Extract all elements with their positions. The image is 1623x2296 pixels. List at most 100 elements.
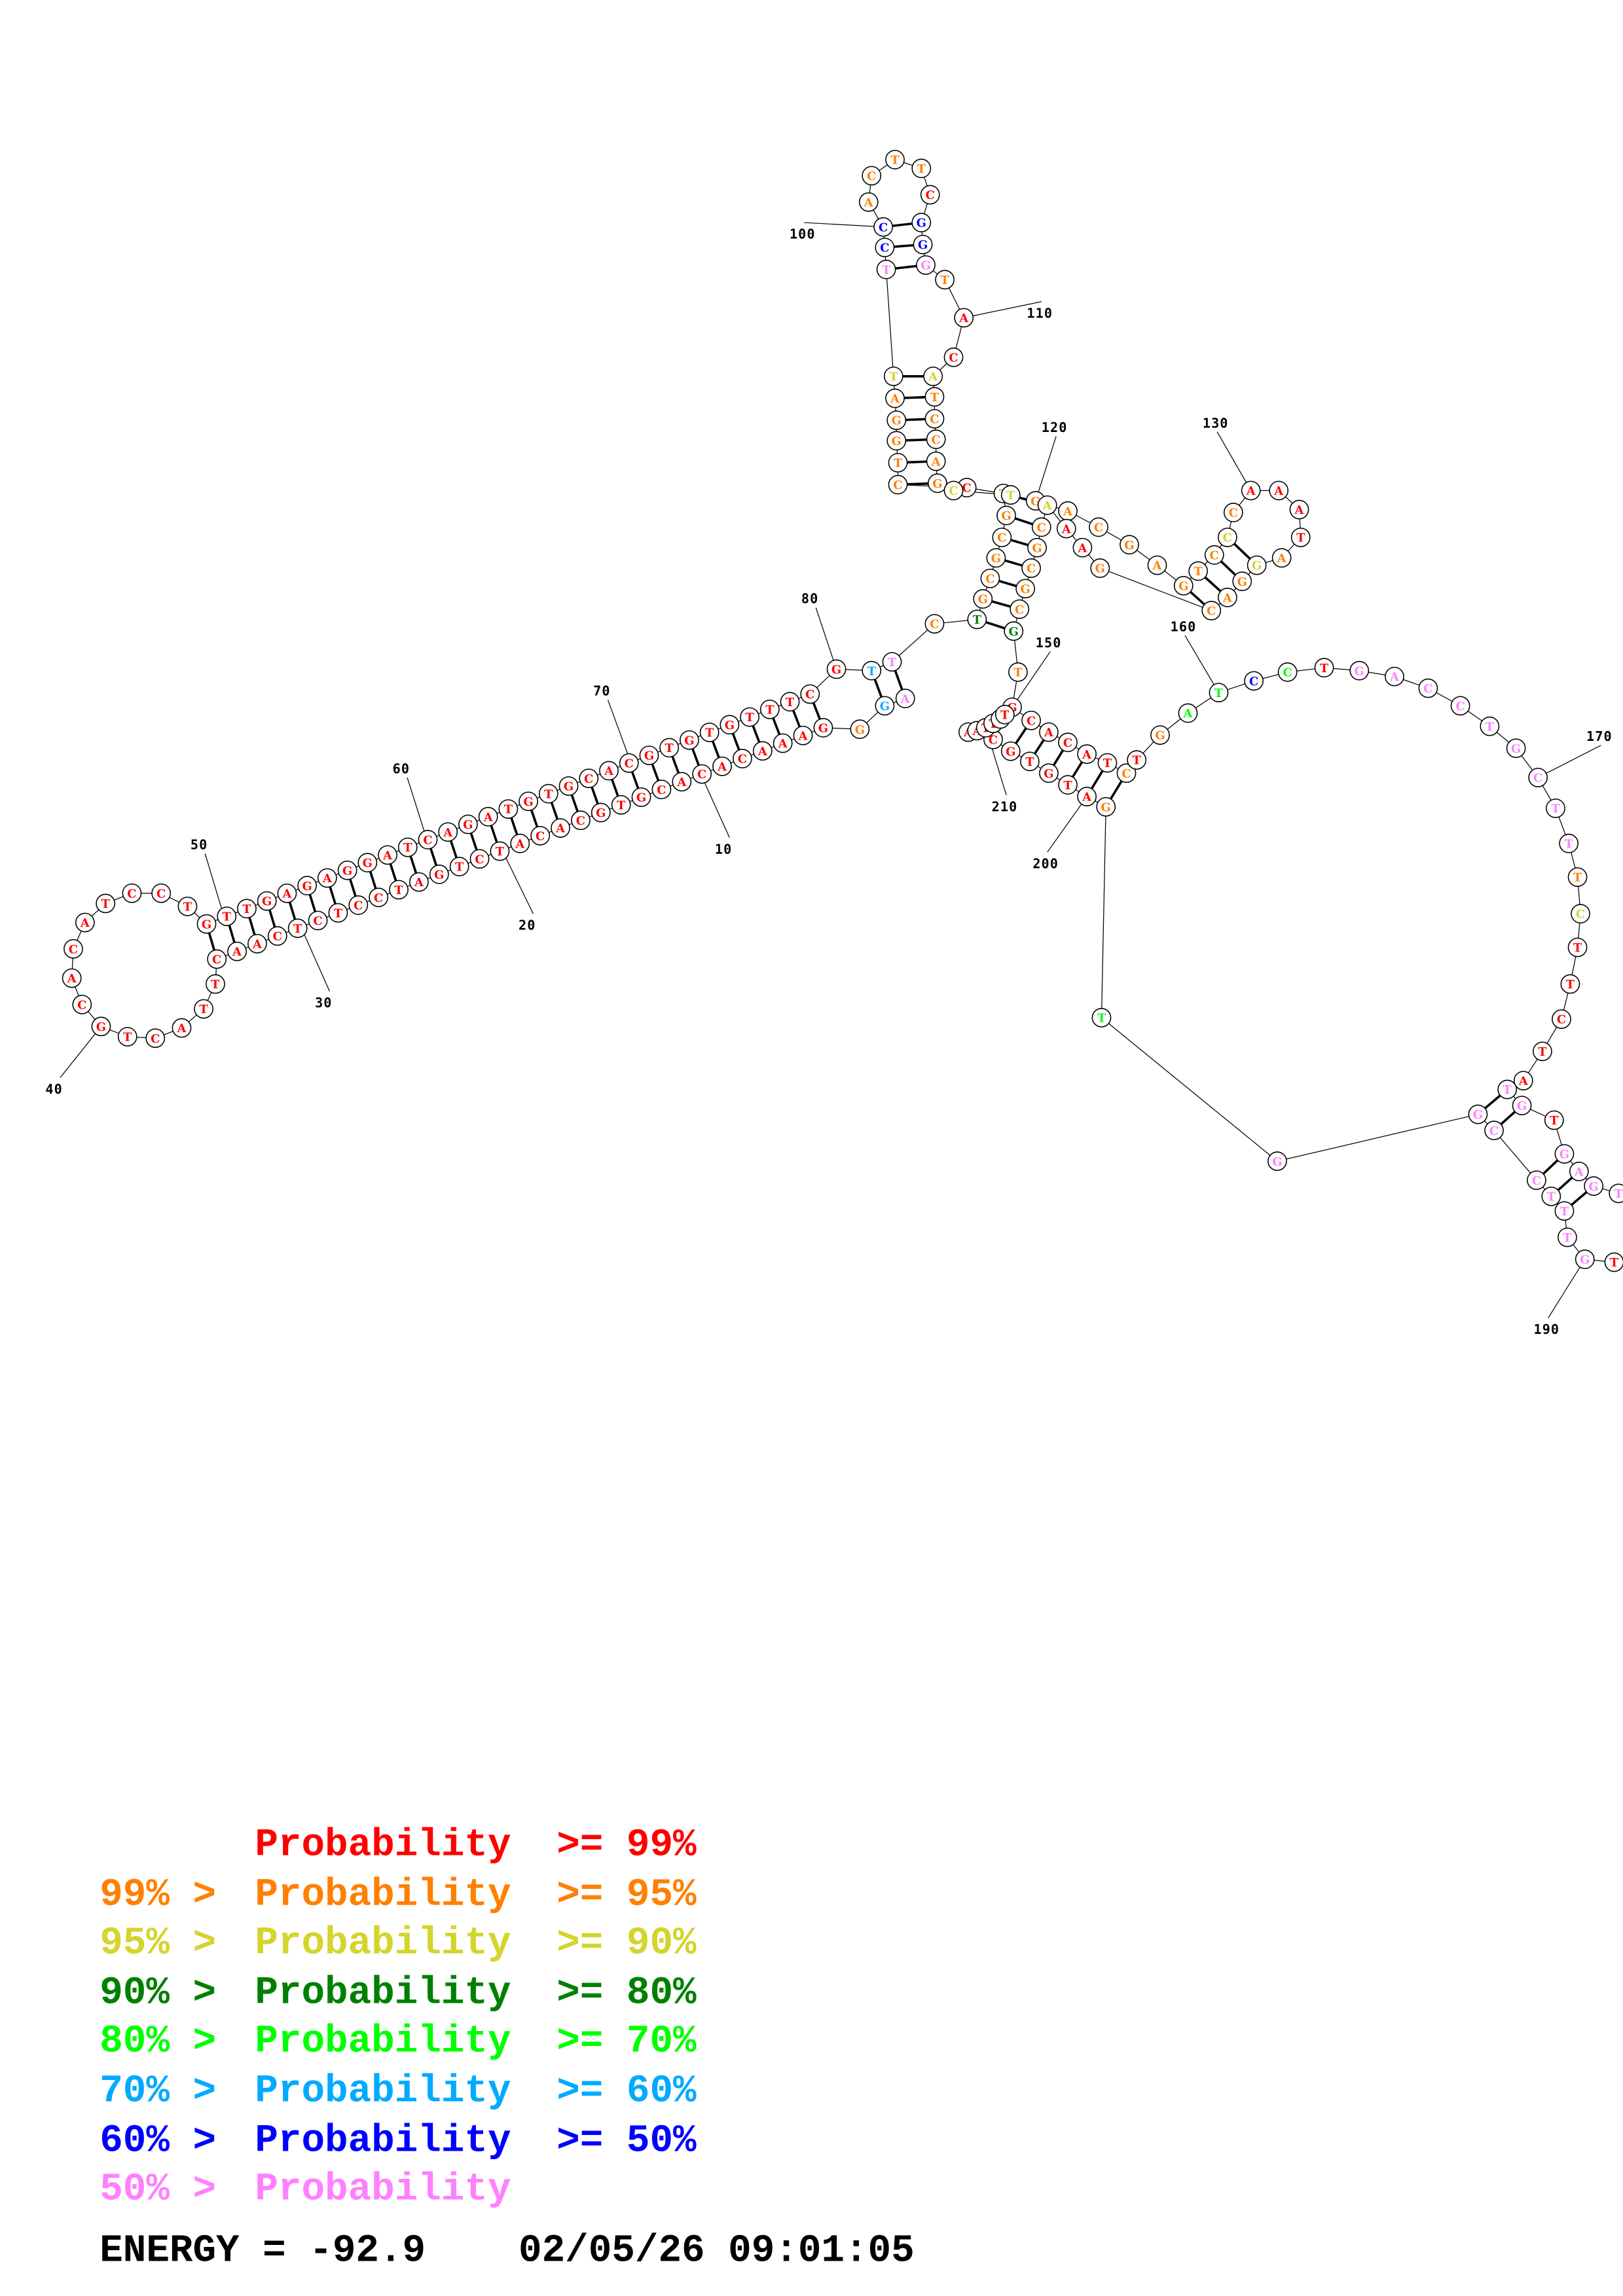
nucleotide-letter: C: [423, 834, 432, 848]
position-label-line: [204, 853, 223, 912]
nucleotide-letter: T: [334, 906, 343, 920]
nucleotide-letter: T: [1610, 1256, 1619, 1270]
nucleotide: T: [888, 453, 908, 473]
backbone-link: [1277, 1113, 1478, 1162]
nucleotide-circle: [1201, 601, 1222, 620]
nucleotides: AGGGAAACACACGTGCACATCTGATCCTCTCAACTTACTG…: [62, 149, 1623, 1272]
position-label-line: [1047, 796, 1087, 853]
nucleotide-circle: [172, 1018, 192, 1038]
nucleotide: G: [1120, 535, 1139, 555]
nucleotide: A: [172, 1018, 192, 1038]
position-label-lines: [60, 222, 1601, 1318]
legend-row: 99% >Probability>= 95%: [100, 1873, 697, 1917]
nucleotide: T: [1058, 775, 1078, 795]
position-label: 130: [1203, 415, 1229, 431]
nucleotide-letter: C: [1063, 736, 1072, 750]
nucleotide: T: [1604, 1252, 1623, 1272]
legend-row: Probability>= 99%: [255, 1823, 697, 1867]
nucleotide-circle: [639, 745, 659, 765]
nucleotide-circle: [337, 860, 357, 880]
nucleotide-circle: [418, 830, 438, 850]
nucleotide: G: [875, 696, 895, 716]
nucleotide-circle: [1609, 1183, 1623, 1204]
nucleotide: G: [591, 802, 611, 823]
nucleotide-letter: A: [1042, 499, 1053, 512]
nucleotide-letter: G: [1124, 539, 1134, 552]
nucleotide-circle: [1480, 716, 1500, 736]
nucleotide-letter: A: [1389, 670, 1400, 684]
nucleotide-circle: [996, 505, 1016, 526]
nucleotide: A: [551, 818, 570, 838]
legend-suffix: >= 50%: [556, 2119, 697, 2163]
nucleotide: C: [651, 780, 672, 800]
position-label: 30: [315, 995, 332, 1011]
nucleotide-circle: [1558, 1227, 1577, 1247]
nucleotide-circle: [1484, 1121, 1504, 1141]
nucleotide: C: [530, 825, 551, 846]
nucleotide: A: [712, 756, 732, 776]
nucleotide: A: [1072, 537, 1093, 558]
nucleotide-circle: [478, 806, 498, 827]
nucleotide: T: [490, 841, 510, 861]
nucleotide-letter: G: [564, 780, 574, 794]
nucleotide-circle: [308, 910, 328, 931]
nucleotide-letter: C: [212, 953, 221, 967]
nucleotide: T: [389, 880, 409, 900]
nucleotide: G: [916, 255, 936, 275]
nucleotide-circle: [692, 764, 712, 784]
position-label: 40: [45, 1081, 62, 1097]
nucleotide-circle: [1584, 1176, 1604, 1196]
legend-prefix: 95% >: [100, 1921, 216, 1965]
nucleotide: A: [478, 806, 498, 827]
nucleotide: T: [1546, 798, 1565, 818]
nucleotide-circle: [1096, 797, 1116, 817]
nucleotide-letter: A: [483, 810, 494, 824]
nucleotide: T: [1008, 662, 1028, 682]
nucleotide-letter: C: [374, 891, 383, 905]
nucleotide: C: [619, 753, 639, 773]
nucleotide-circle: [1554, 1201, 1575, 1221]
nucleotide: C: [888, 475, 908, 495]
nucleotide-letter: A: [252, 937, 263, 951]
nucleotide: T: [397, 837, 418, 857]
nucleotide: C: [873, 217, 894, 237]
nucleotide-circle: [409, 872, 429, 892]
nucleotide-circle: [287, 918, 308, 939]
nucleotide-circle: [206, 974, 225, 994]
nucleotide-letter: G: [1009, 625, 1019, 639]
nucleotide-letter: C: [1455, 700, 1465, 713]
nucleotide-circle: [1450, 696, 1470, 716]
nucleotide-circle: [920, 185, 940, 205]
nucleotide-circle: [1269, 480, 1289, 501]
nucleotide: C: [800, 684, 820, 704]
nucleotide: T: [924, 387, 945, 407]
probability-legend: Probability>= 99% 99% >Probability>= 95%…: [100, 1823, 697, 2212]
backbone-link: [1101, 806, 1106, 1018]
nucleotide-letter: T: [1000, 708, 1010, 722]
nucleotide-circle: [1173, 576, 1194, 596]
nucleotide: G: [429, 864, 449, 884]
nucleotide-letter: A: [80, 916, 90, 930]
nucleotide-circle: [1204, 545, 1224, 565]
nucleotide-letter: A: [757, 745, 768, 759]
nucleotide-circle: [740, 707, 759, 727]
nucleotide: G: [720, 715, 740, 735]
nucleotide-letter: G: [932, 477, 942, 491]
position-label-line: [1548, 1259, 1586, 1318]
nucleotide: C: [122, 883, 142, 903]
nucleotide-letter: T: [1614, 1187, 1623, 1201]
nucleotide-circle: [1027, 537, 1047, 558]
nucleotide-letter: C: [576, 814, 585, 828]
nucleotide-circle: [886, 410, 907, 430]
nucleotide-circle: [510, 833, 530, 853]
nucleotide-circle: [1232, 571, 1252, 592]
position-label: 210: [992, 798, 1018, 814]
nucleotide: T: [883, 367, 903, 386]
position-label: 190: [1533, 1321, 1559, 1337]
nucleotide-circle: [145, 1028, 166, 1049]
nucleotide: A: [1077, 744, 1097, 764]
nucleotide-circle: [297, 876, 318, 896]
nucleotide: A: [1271, 548, 1292, 568]
nucleotide: T: [935, 270, 955, 290]
nucleotide-letter: G: [1001, 509, 1011, 523]
